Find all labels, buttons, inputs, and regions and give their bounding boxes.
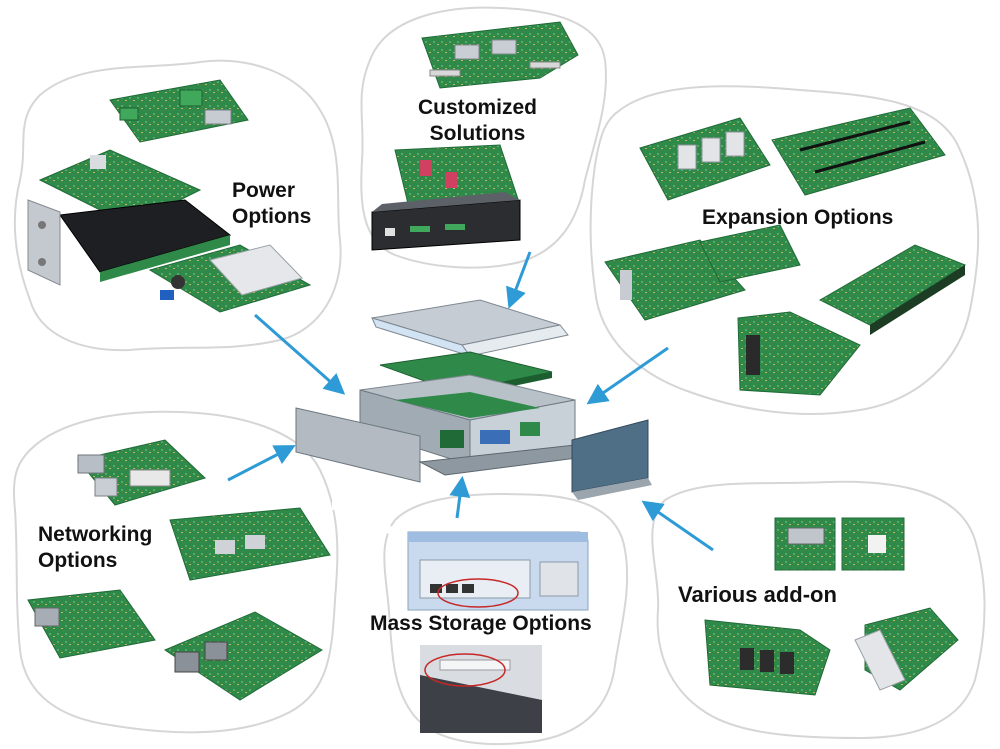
addon-board-icon <box>704 517 959 696</box>
expansion-board-icon <box>604 107 967 396</box>
label-power-options: Power Options <box>232 178 311 229</box>
label-networking-line1: Networking <box>38 523 153 546</box>
arrows <box>227 251 714 552</box>
label-mass-storage-options: Mass Storage Options <box>370 612 592 635</box>
arrow-power <box>254 313 346 395</box>
arrow-expansion <box>586 346 669 405</box>
arrow-mass-storage <box>449 475 471 519</box>
label-networking-options: Networking Options <box>38 522 152 573</box>
label-power-line2: Options <box>232 204 312 228</box>
label-customized-solutions: Customized Solutions <box>418 95 537 146</box>
label-expansion-options: Expansion Options <box>702 206 894 229</box>
power-board-icon <box>27 79 312 313</box>
label-customized-line2: Solutions <box>429 121 526 145</box>
arrow-customized <box>506 251 532 309</box>
highlight-circle-detail <box>424 653 506 687</box>
label-various-addon: Various add-on <box>678 582 837 607</box>
label-power-line1: Power <box>232 179 296 202</box>
highlight-circle <box>437 578 519 608</box>
mass-storage-icon <box>407 531 589 733</box>
label-networking-line2: Options <box>38 548 118 572</box>
networking-board-icon <box>27 439 331 701</box>
customized-board-icon <box>371 21 579 251</box>
enclosure-icon <box>295 299 652 536</box>
label-customized-line1: Customized <box>418 96 538 119</box>
arrow-networking <box>227 445 296 482</box>
arrow-addon <box>641 500 714 552</box>
